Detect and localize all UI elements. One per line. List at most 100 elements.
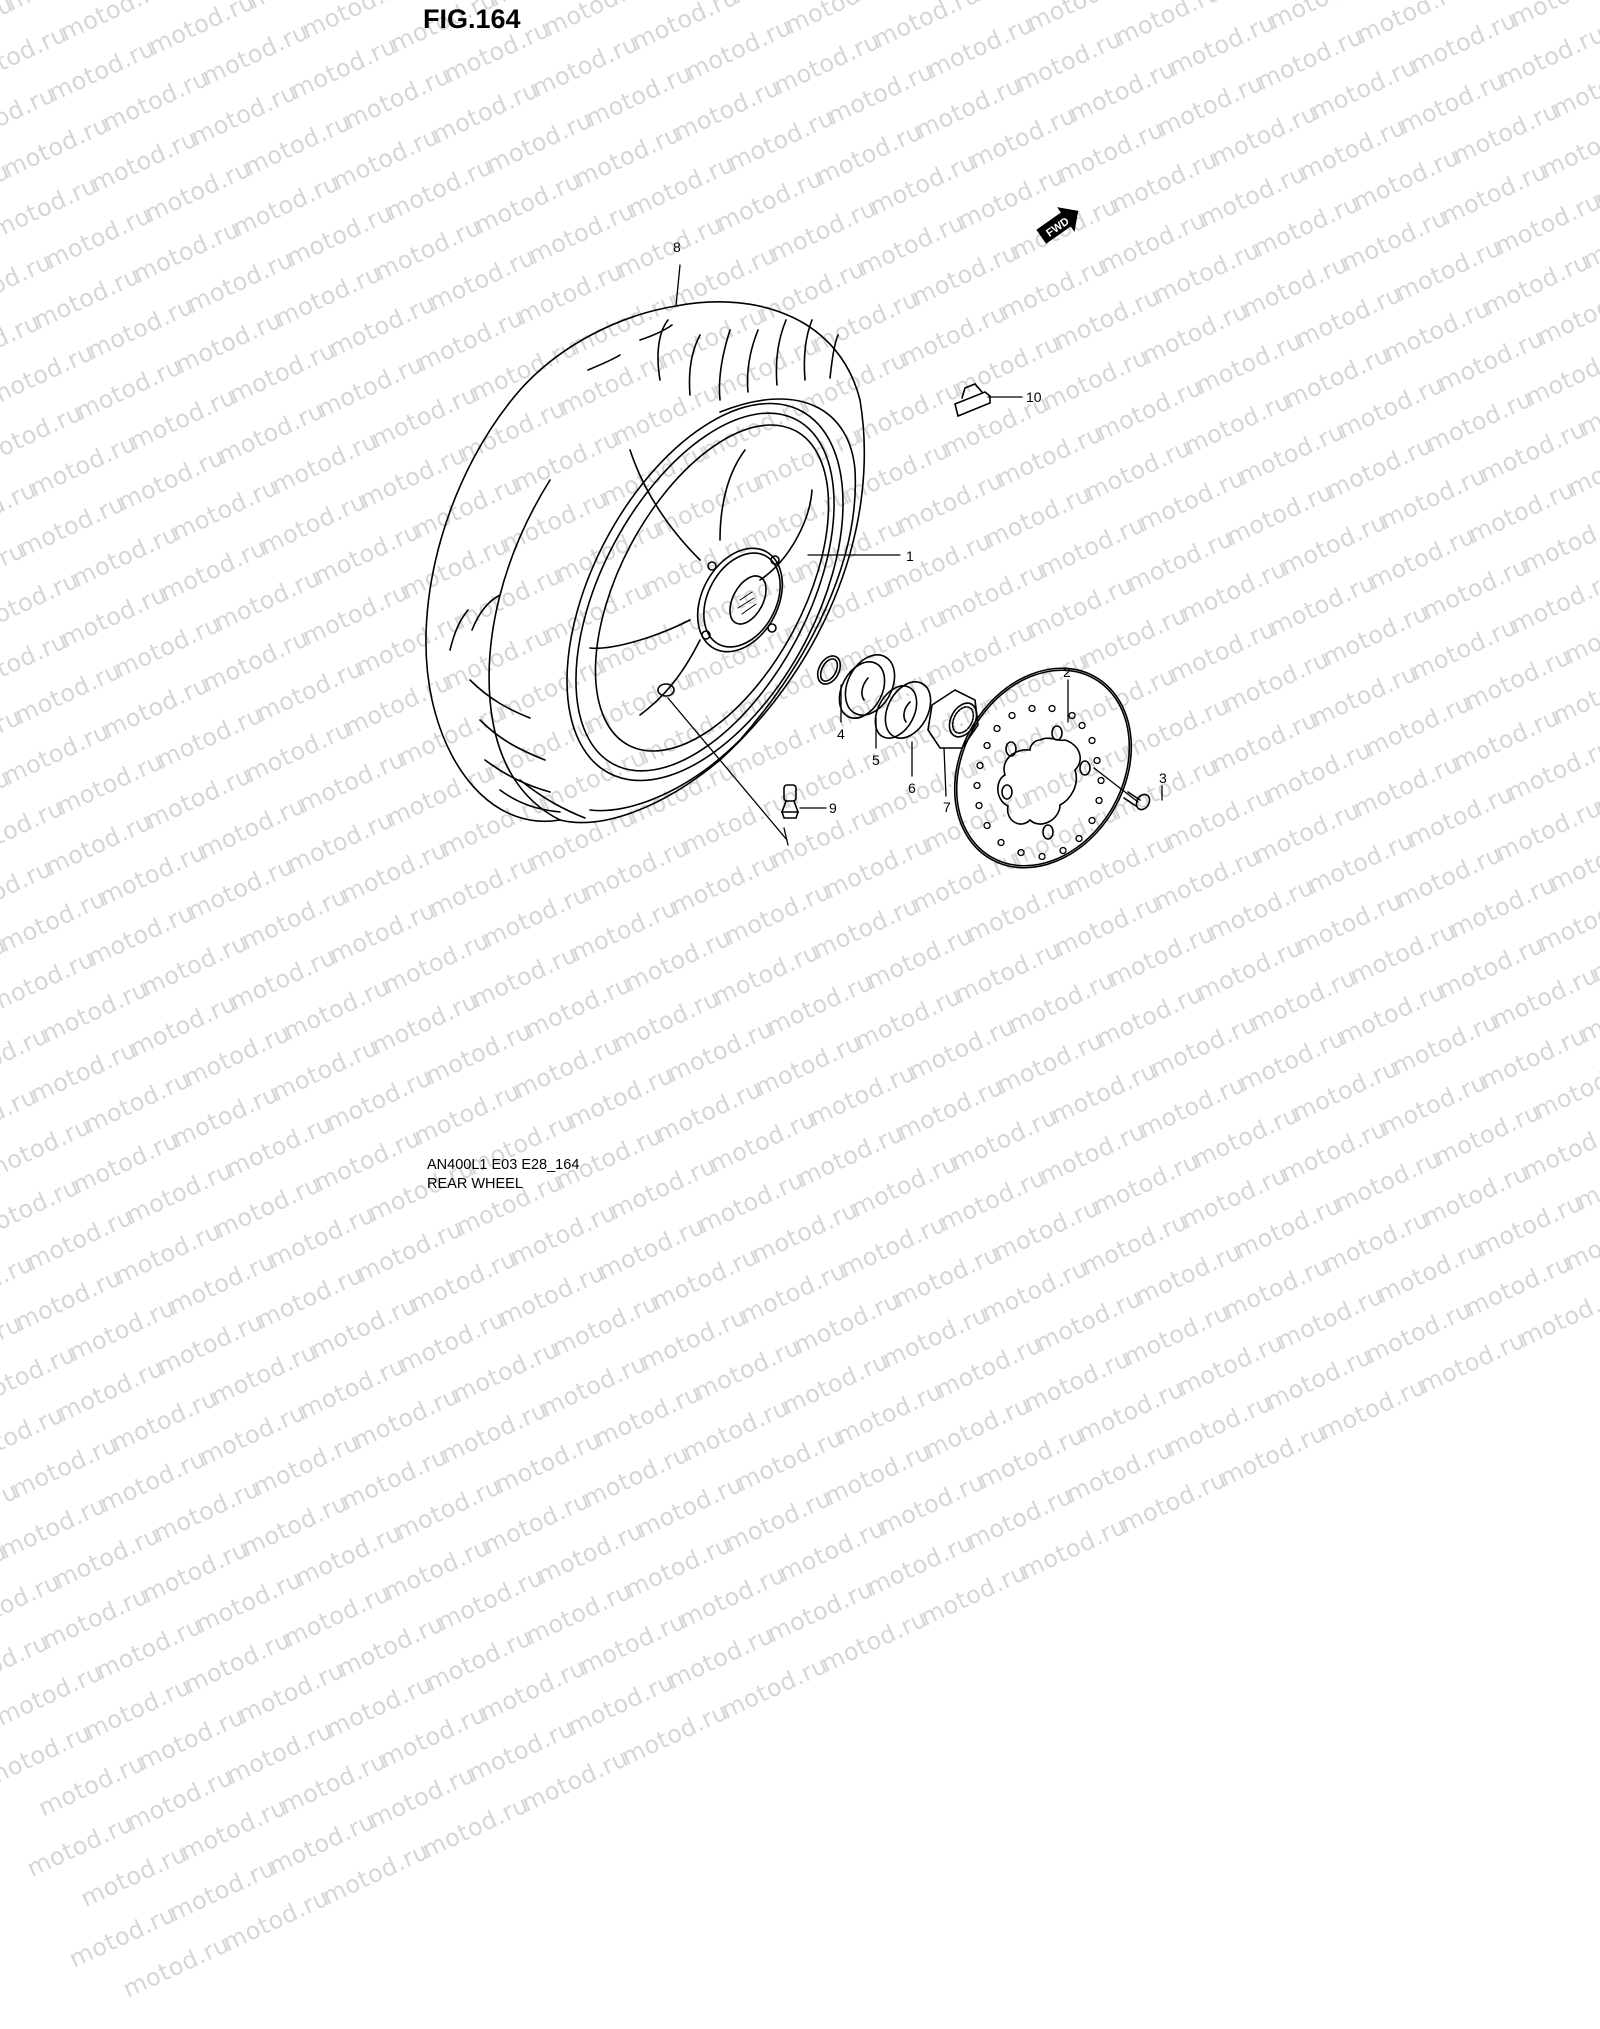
watermark-text: motod.ru: [674, 1562, 786, 1634]
watermark-text: motod.ru: [1219, 1253, 1331, 1325]
watermark-text: motod.ru: [448, 1337, 560, 1409]
watermark-text: motod.ru: [76, 1841, 188, 1913]
watermark-text: motod.ru: [636, 1304, 748, 1376]
watermark-text: motod.ru: [621, 1532, 733, 1604]
collar-part-6: [867, 674, 940, 746]
watermark-text: motod.ru: [962, 1483, 1074, 1555]
watermark-text: motod.ru: [134, 1704, 246, 1776]
watermark-text: motod.ru: [490, 1427, 602, 1499]
watermark-text: motod.ru: [778, 1348, 890, 1420]
figure-caption: AN400L1 E03 E28_164 REAR WHEEL: [427, 1156, 579, 1194]
watermark-text: motod.ru: [49, 1523, 161, 1595]
watermark-text: motod.ru: [7, 1432, 119, 1504]
watermark-text: motod.ru: [789, 1288, 901, 1360]
watermark-text: motod.ru: [1016, 1513, 1128, 1585]
watermark-text: motod.ru: [122, 1764, 234, 1836]
callout-label-9: 9: [829, 801, 837, 815]
watermark-text: motod.ru: [578, 1441, 690, 1513]
watermark-text: motod.ru: [38, 1583, 150, 1655]
watermark-text: motod.ru: [91, 1613, 203, 1685]
watermark-text: motod.ru: [533, 1518, 645, 1590]
watermark-text: motod.ru: [663, 1623, 775, 1695]
watermark-text: motod.ru: [548, 1290, 660, 1362]
tire-part-8: [426, 302, 864, 823]
watermark-text: motod.ru: [391, 1474, 503, 1546]
watermark-text: motod.ru: [774, 1516, 886, 1588]
watermark-text: motod.ru: [218, 1885, 330, 1957]
callout-label-5: 5: [872, 753, 880, 767]
watermark-text: motod.ru: [291, 1520, 403, 1592]
watermark-text: motod.ru: [464, 1716, 576, 1788]
callout-label-2: 2: [1063, 665, 1071, 679]
watermark-text: motod.ru: [34, 1750, 146, 1822]
forward-arrow-icon: FWD: [1034, 200, 1086, 248]
watermark-text: motod.ru: [295, 1353, 407, 1425]
watermark-text: motod.ru: [575, 1609, 687, 1681]
callout-label-6: 6: [908, 781, 916, 795]
watermark-text: motod.ru: [1230, 1192, 1342, 1264]
watermark-text: motod.ru: [264, 1202, 376, 1274]
balancer-weight-part-10: [955, 384, 990, 416]
watermark-text: motod.ru: [1472, 1190, 1584, 1262]
watermark-text: motod.ru: [594, 1214, 706, 1286]
watermark-text: motod.ru: [0, 1539, 7, 1611]
watermark-text: motod.ru: [1077, 1209, 1189, 1281]
watermark-text: motod.ru: [690, 1334, 802, 1406]
watermark-text: motod.ru: [418, 1792, 530, 1864]
figure-title: FIG.164: [423, 4, 521, 35]
watermark-text: motod.ru: [222, 1718, 334, 1790]
watermark-text: motod.ru: [110, 1218, 222, 1290]
figure-code: AN400L1 E03 E28_164: [427, 1156, 579, 1175]
watermark-text: motod.ru: [107, 1385, 219, 1457]
watermark-text: motod.ru: [379, 1534, 491, 1606]
watermark-text: motod.ru: [65, 1902, 177, 1974]
watermark-text: motod.ru: [375, 1702, 487, 1774]
watermark-text: motod.ru: [647, 1244, 759, 1316]
watermark-text: motod.ru: [252, 1262, 364, 1334]
watermark-text: motod.ru: [0, 1660, 103, 1732]
watermark-text: motod.ru: [1019, 1346, 1131, 1418]
watermark-text: motod.ru: [1361, 1297, 1473, 1369]
watermark-text: motod.ru: [318, 1839, 430, 1911]
watermark-text: motod.ru: [176, 1794, 288, 1866]
watermark-text: motod.ru: [0, 1720, 92, 1792]
watermark-text: motod.ru: [0, 1402, 65, 1474]
watermark-text: motod.ru: [279, 1581, 391, 1653]
watermark-text: motod.ru: [149, 1476, 261, 1548]
watermark-text: motod.ru: [0, 1569, 61, 1641]
watermark-text: motod.ru: [874, 1469, 986, 1541]
watermark-text: motod.ru: [164, 1248, 276, 1320]
watermark-text: motod.ru: [249, 1430, 361, 1502]
callout-label-1: 1: [906, 549, 914, 563]
watermark-text: motod.ru: [1315, 1374, 1427, 1446]
watermark-text: motod.ru: [264, 1809, 376, 1881]
watermark-text: motod.ru: [1031, 1285, 1143, 1357]
watermark-text: motod.ru: [406, 1246, 518, 1318]
watermark-text: motod.ru: [1372, 1237, 1484, 1309]
watermark-text: motod.ru: [276, 1748, 388, 1820]
watermark-text: motod.ru: [95, 1446, 207, 1518]
exploded-parts-diagram: FWD: [0, 0, 1600, 1200]
callout-label-7: 7: [943, 800, 951, 814]
watermark-text: motod.ru: [717, 1653, 829, 1725]
watermark-text: motod.ru: [337, 1444, 449, 1516]
watermark-text: motod.ru: [878, 1302, 990, 1374]
watermark-text: motod.ru: [0, 1311, 22, 1383]
watermark-text: motod.ru: [816, 1606, 928, 1678]
watermark-text: motod.ru: [191, 1567, 303, 1639]
watermark-text: motod.ru: [237, 1490, 349, 1562]
watermark-text: motod.ru: [1273, 1283, 1385, 1355]
watermark-text: motod.ru: [1062, 1437, 1174, 1509]
watermark-text: motod.ru: [678, 1395, 790, 1467]
watermark-text: motod.ru: [974, 1423, 1086, 1495]
watermark-text: motod.ru: [0, 1341, 76, 1413]
watermark-text: motod.ru: [153, 1309, 265, 1381]
watermark-text: motod.ru: [494, 1260, 606, 1332]
valve-part-9: [782, 785, 798, 818]
watermark-text: motod.ru: [22, 1204, 134, 1276]
figure-name: REAR WHEEL: [427, 1175, 579, 1194]
watermark-text: motod.ru: [206, 1339, 318, 1411]
watermark-text: motod.ru: [732, 1425, 844, 1497]
watermark-text: motod.ru: [1161, 1390, 1273, 1462]
watermark-text: motod.ru: [0, 1630, 50, 1702]
